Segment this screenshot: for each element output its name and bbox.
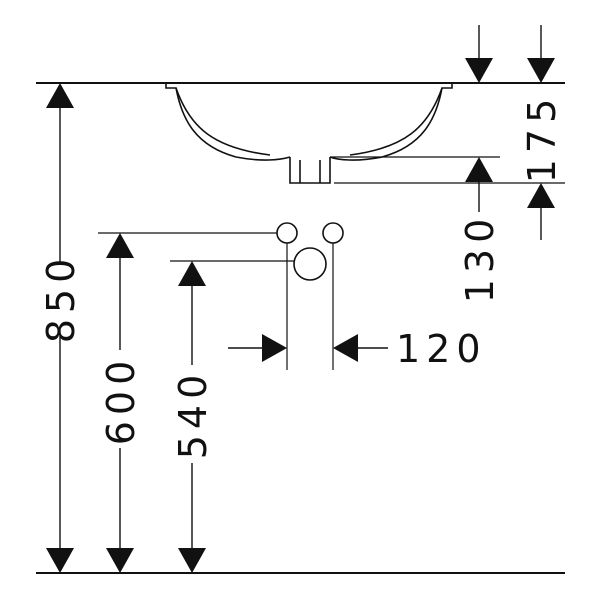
arrow-130-top	[465, 58, 493, 83]
dimension-540: 540	[171, 261, 215, 573]
arrow-120-left	[262, 334, 287, 362]
arrow-130-bottom	[465, 157, 493, 182]
valve-left	[276, 222, 298, 244]
arrow-540-top	[178, 261, 206, 286]
valve-right	[322, 222, 344, 244]
arrow-175-bottom	[527, 183, 555, 208]
arrow-120-right	[333, 334, 358, 362]
dimension-600: 600	[99, 233, 143, 573]
dim-label-175: 175	[520, 93, 564, 184]
dimension-175: 175	[520, 25, 564, 240]
dimension-850: 850	[39, 83, 83, 573]
arrow-175-top	[527, 58, 555, 83]
dim-label-540: 540	[171, 369, 215, 460]
dim-label-130: 130	[458, 213, 502, 304]
dimension-120: 120	[228, 327, 487, 371]
arrow-850-bottom	[46, 548, 74, 573]
dim-label-850: 850	[39, 253, 83, 344]
dim-label-600: 600	[99, 355, 143, 446]
dimension-130: 130	[458, 25, 502, 303]
drain-outlet	[293, 247, 327, 281]
arrow-600-bottom	[106, 548, 134, 573]
arrow-540-bottom	[178, 548, 206, 573]
dim-label-120: 120	[396, 327, 487, 371]
arrow-600-top	[106, 233, 134, 258]
basin-outline	[165, 83, 453, 184]
arrow-850-top	[46, 83, 74, 108]
